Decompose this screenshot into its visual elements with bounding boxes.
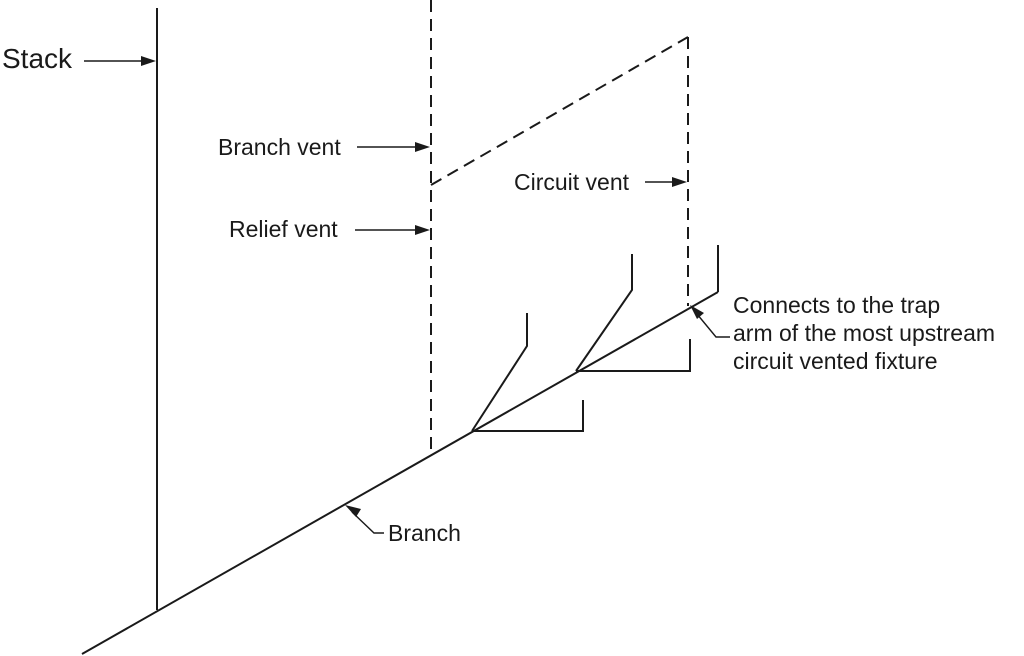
branch-arrowhead <box>345 505 361 517</box>
circuit-vent-sloped-line <box>430 36 689 186</box>
connection-note-line-1: Connects to the trap <box>733 292 940 318</box>
stack-arrowhead <box>141 56 156 66</box>
fixture-trap-arm-2 <box>576 339 691 372</box>
connection-note-arrowhead <box>690 305 704 319</box>
branch-vent-label: Branch vent <box>218 134 341 160</box>
connection-note-line-2: arm of the most upstream <box>733 320 995 346</box>
connection-note-line-3: circuit vented fixture <box>733 348 938 374</box>
circuit-vent-arrowhead <box>672 177 687 187</box>
fixture-arm-1 <box>471 313 528 432</box>
fixture-trap-arm-1 <box>472 400 584 432</box>
branch-pipe <box>81 291 719 655</box>
branch-label: Branch <box>388 520 461 546</box>
circuit-vent-label: Circuit vent <box>514 169 630 195</box>
relief-vent-arrowhead <box>415 225 430 235</box>
fixture-arm-2 <box>575 254 633 372</box>
branch-leader <box>351 511 384 534</box>
relief-vent-label: Relief vent <box>229 216 338 242</box>
stack-label: Stack <box>2 43 73 74</box>
branch-vent-arrowhead <box>415 142 430 152</box>
connection-note-leader <box>696 313 730 338</box>
